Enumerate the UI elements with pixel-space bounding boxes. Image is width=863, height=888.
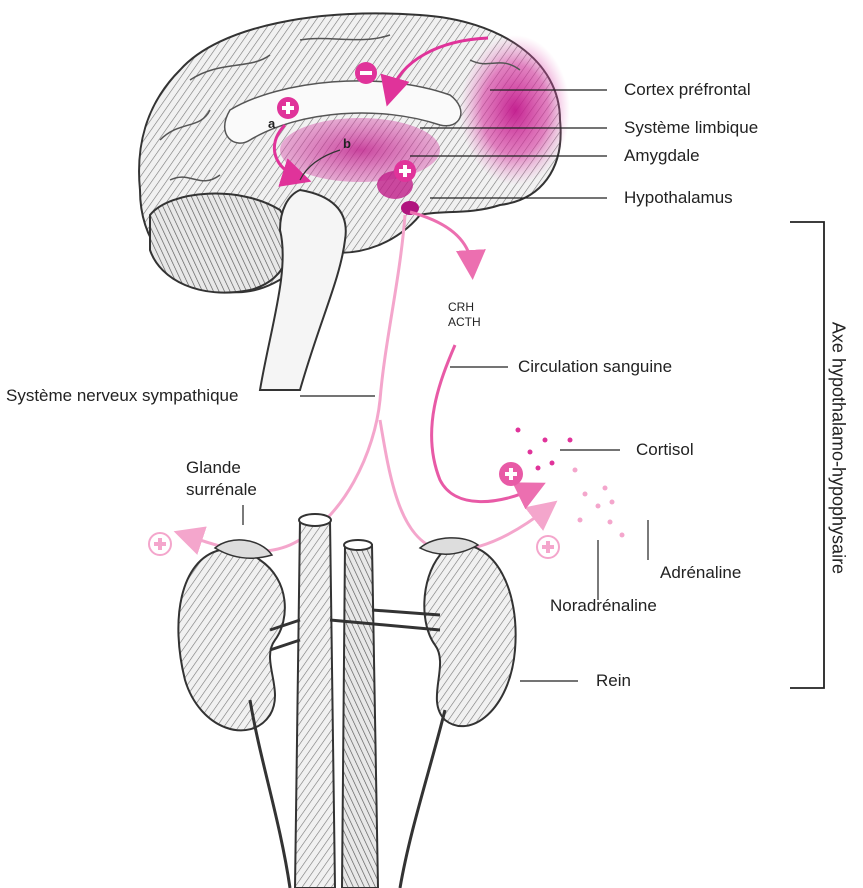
tag-a: a bbox=[268, 116, 275, 131]
axis-bracket bbox=[790, 222, 824, 688]
tag-b: b bbox=[343, 136, 351, 151]
cortisol-dots bbox=[516, 428, 573, 471]
label-cortisol: Cortisol bbox=[636, 440, 694, 460]
label-gland-line2: surrénale bbox=[186, 480, 257, 500]
crh-arrow bbox=[410, 212, 472, 268]
label-adrenaline: Adrénaline bbox=[660, 563, 741, 583]
plus-icon bbox=[499, 462, 523, 486]
label-blood: Circulation sanguine bbox=[518, 357, 672, 377]
label-noradrenaline: Noradrénaline bbox=[550, 596, 657, 616]
plus-outline-icon bbox=[537, 536, 559, 558]
label-axis: Axe hypothalamo-hypophysaire bbox=[828, 322, 849, 574]
minus-icon bbox=[355, 62, 377, 84]
label-acth: ACTH bbox=[448, 315, 481, 329]
label-amygdala: Amygdale bbox=[624, 146, 700, 166]
label-limbic: Système limbique bbox=[624, 118, 758, 138]
label-sympathetic: Système nerveux sympathique bbox=[6, 386, 238, 406]
plus-icon bbox=[394, 160, 416, 182]
label-cortex: Cortex préfrontal bbox=[624, 80, 751, 100]
plus-icon bbox=[277, 97, 299, 119]
brain-illustration bbox=[139, 13, 570, 390]
plus-outline-icon bbox=[149, 533, 171, 555]
kidneys-illustration bbox=[178, 514, 515, 888]
label-kidney: Rein bbox=[596, 671, 631, 691]
label-gland-line1: Glande bbox=[186, 458, 241, 478]
label-crh: CRH bbox=[448, 300, 474, 314]
label-hypothalamus: Hypothalamus bbox=[624, 188, 733, 208]
adrenaline-dots bbox=[573, 468, 625, 538]
sympathetic-adrenal-path bbox=[380, 420, 548, 551]
